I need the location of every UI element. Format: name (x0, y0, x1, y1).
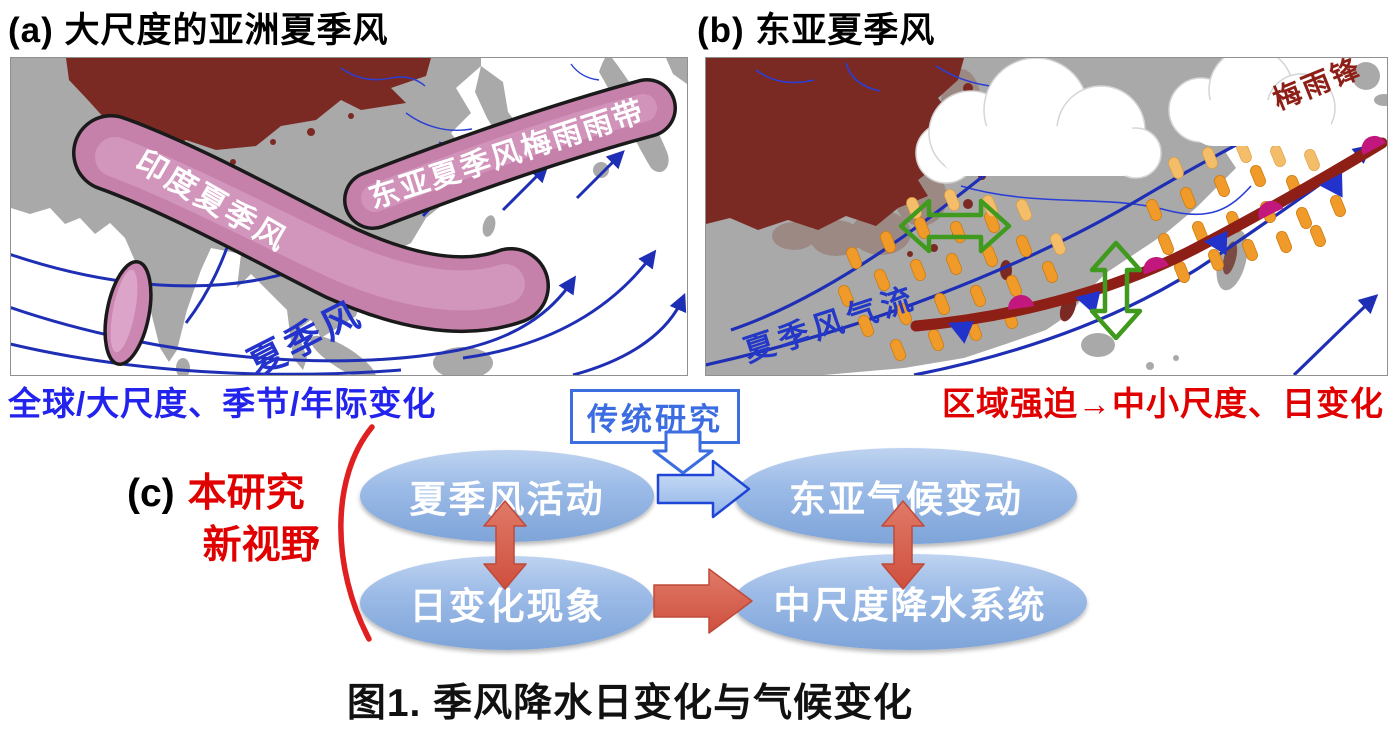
panel-a-map: 印度夏季风 东亚夏季风梅雨雨带 夏季风 (10, 57, 688, 376)
panel-b-map: 夏季风气流 梅雨锋 (705, 57, 1388, 376)
sri-lanka (176, 358, 190, 375)
wind-line (11, 342, 402, 375)
node-summer-monsoon-activity: 夏季风活动 (360, 450, 654, 542)
monsoon-streamlines (11, 150, 687, 375)
meiyu-front-line (910, 137, 1387, 332)
kyushu (593, 162, 609, 178)
figure-caption: 图1. 季风降水日变化与气候变化 (346, 682, 914, 725)
panel-a-title: (a) 大尺度的亚洲夏季风 (8, 11, 389, 50)
panel-b-title: (b) 东亚夏季风 (697, 11, 936, 50)
updown-arrow-icon (1089, 240, 1143, 341)
taiwan (482, 215, 496, 237)
wind-arrow (1292, 294, 1379, 375)
panel-b-footnote: 区域强迫→中小尺度、日变化 (942, 385, 1384, 422)
sakhalin (666, 58, 687, 84)
node-east-asia-climate: 东亚气候变动 (735, 448, 1077, 544)
kyushu (1352, 62, 1380, 90)
monsoon-bands (72, 78, 677, 366)
panel-c-side-label: 本研究 新视野 (188, 468, 320, 572)
tibetan-plateau (706, 58, 964, 230)
green-double-arrow-icons (898, 198, 1143, 341)
cloud-icon (1168, 58, 1336, 146)
traditional-research-box: 传统研究 (570, 389, 740, 444)
islet (1146, 362, 1154, 370)
node-mesoscale-precip: 中尺度降水系统 (733, 554, 1087, 650)
taiwan-mountains (1222, 241, 1238, 275)
node-diurnal-phenomena: 日变化现象 (360, 556, 654, 650)
leftright-arrow-icon (898, 198, 1012, 254)
side-label-line2: 新视野 (202, 524, 320, 567)
islet (1173, 355, 1179, 361)
wind-arrow (501, 164, 549, 212)
wind-arrow (462, 249, 657, 360)
hainan (1081, 333, 1115, 357)
cloud-icon (915, 58, 1162, 184)
wind-arrow (572, 293, 687, 375)
panel-a-footnote: 全球/大尺度、季节/年际变化 (8, 385, 437, 422)
sumatra (310, 335, 376, 375)
side-label-line1: 本研究 (187, 472, 305, 515)
panel-c-index-label: (c) (127, 472, 175, 515)
borneo (433, 347, 493, 375)
panel-c-index: (c) 本研究 新视野 (127, 468, 320, 572)
wind-arrow (575, 150, 625, 200)
island (1374, 94, 1387, 106)
